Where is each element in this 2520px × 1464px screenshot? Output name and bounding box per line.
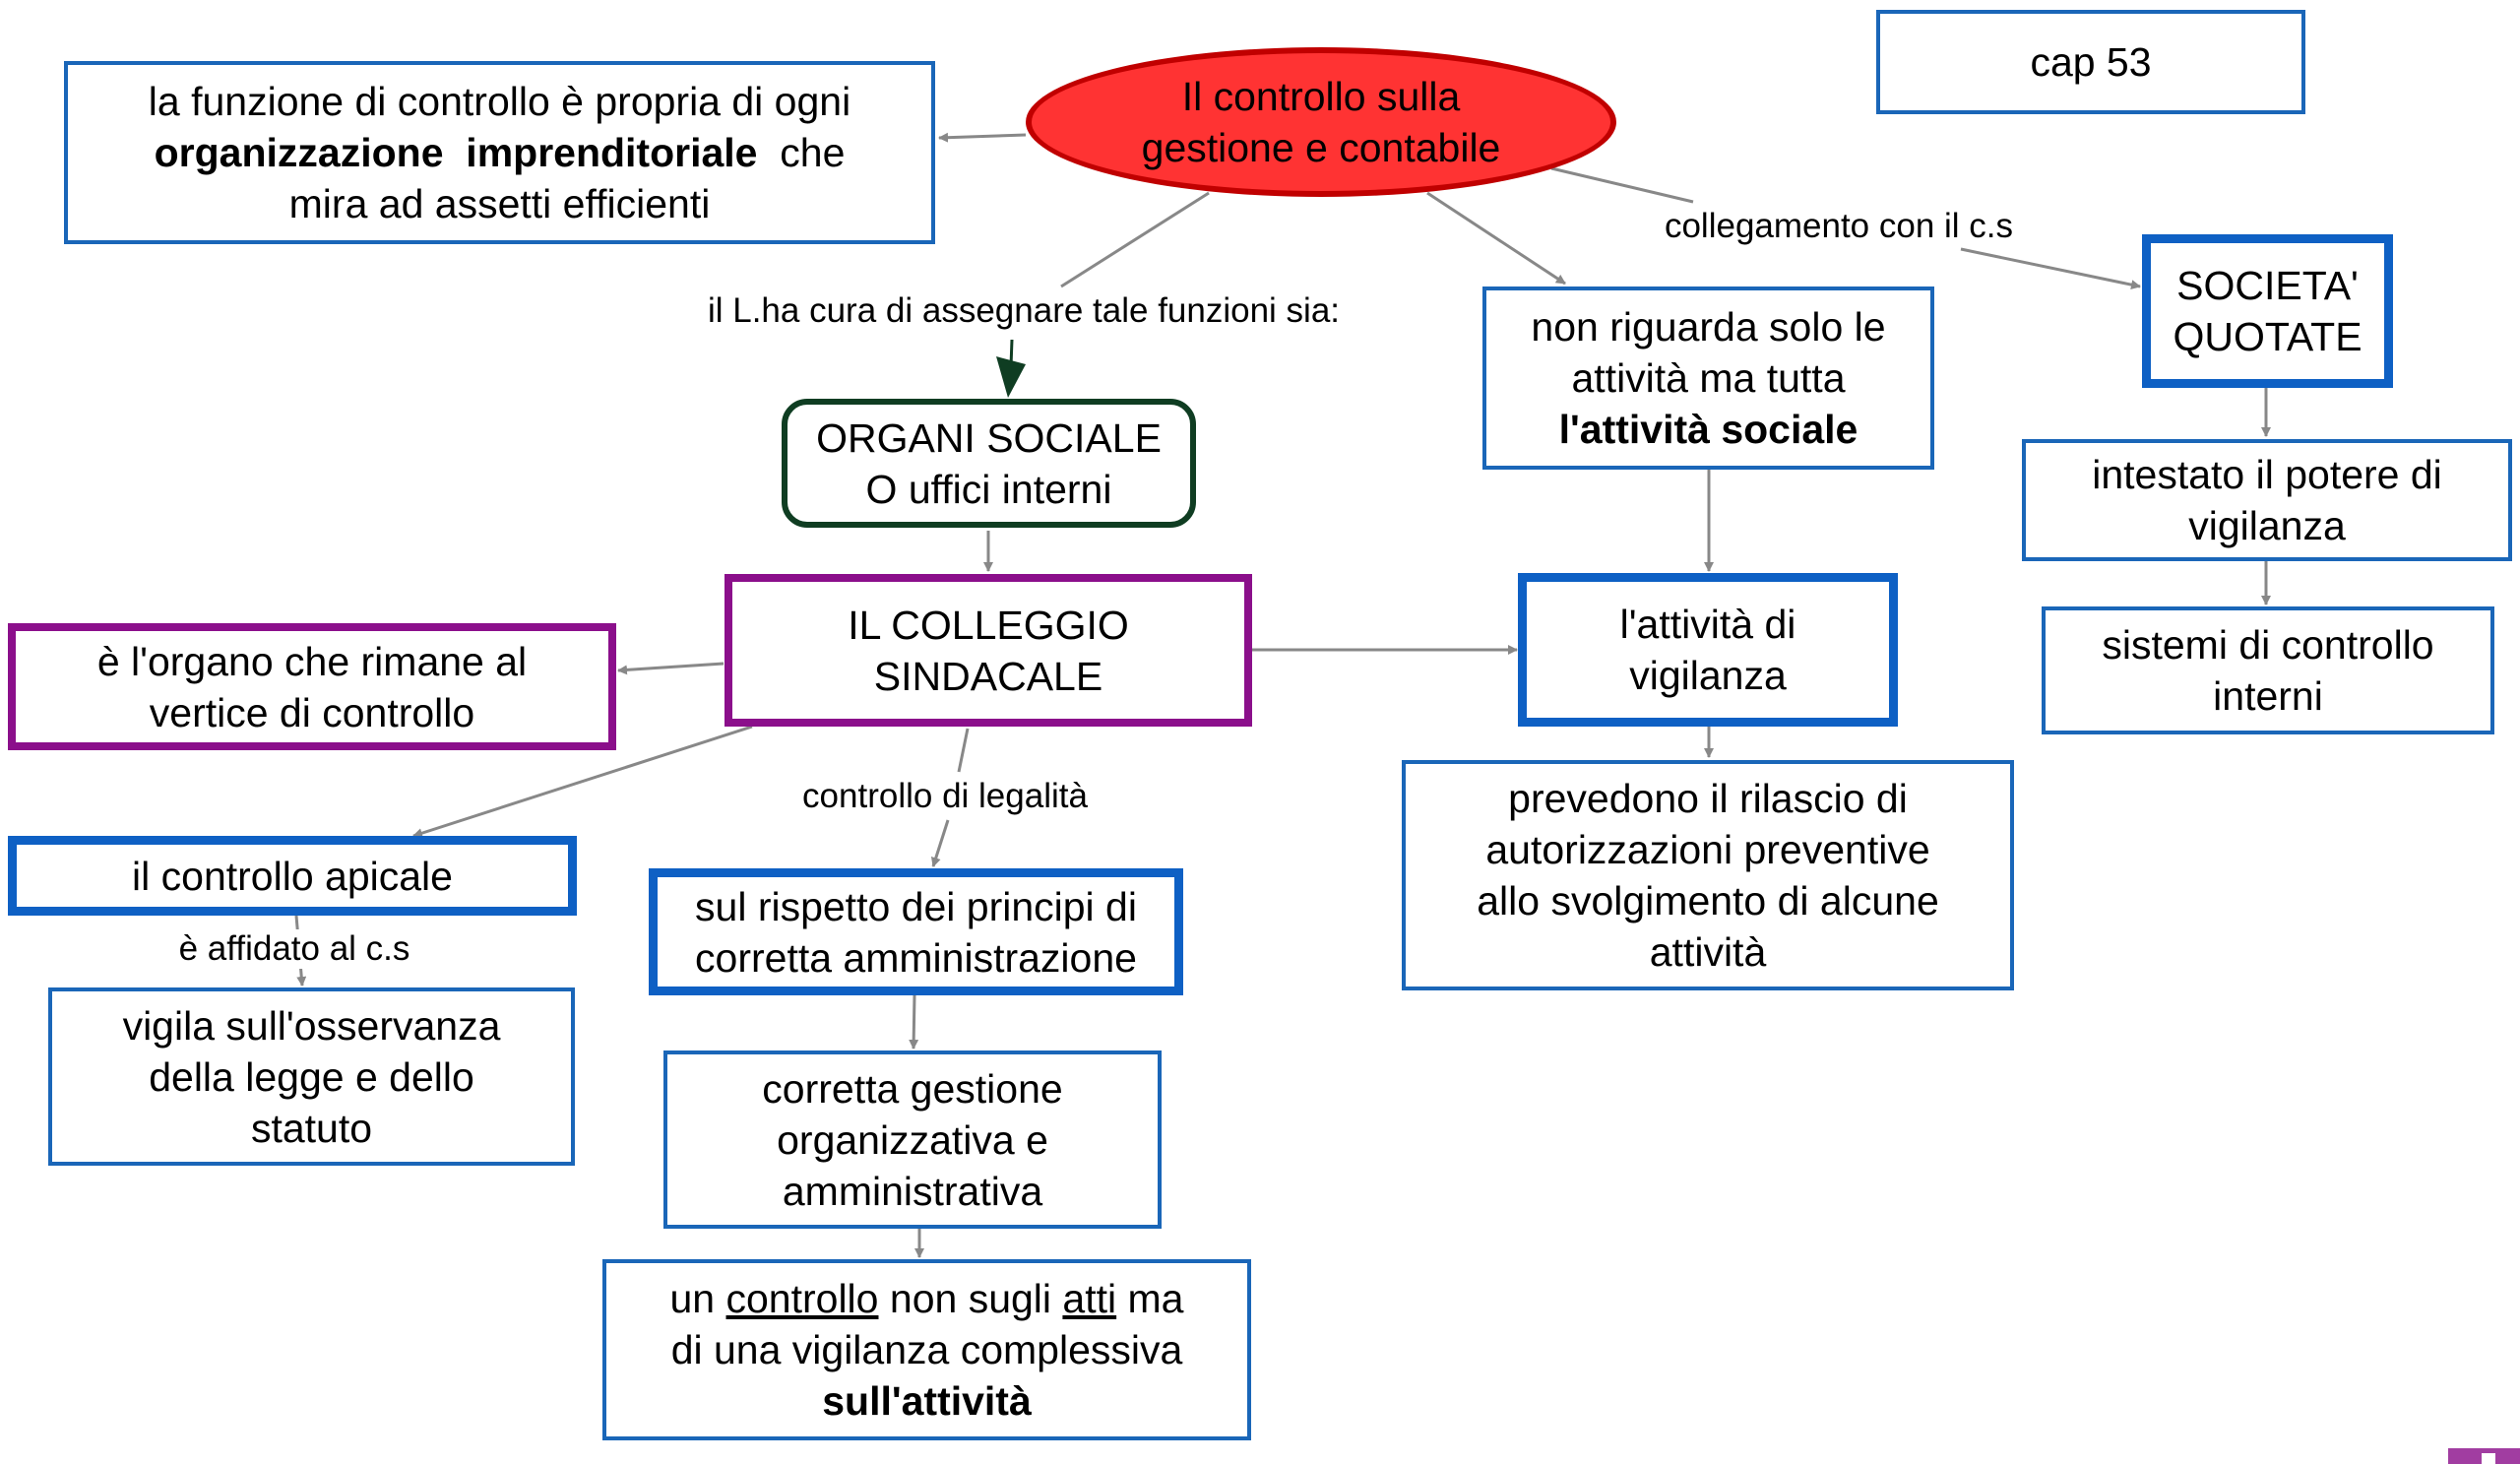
text-line: vigilanza — [1629, 653, 1787, 698]
text-line: il controllo apicale — [132, 853, 453, 899]
link-title-non-riguarda — [1426, 191, 1566, 286]
link-collegio-apicale — [412, 725, 753, 838]
text-line: statuto — [250, 1105, 373, 1151]
title-line-1: Il controllo sulla — [1181, 74, 1461, 119]
link-collegio-legalita — [957, 728, 970, 773]
organo-vertice-box[interactable]: è l'organo che rimane al vertice di cont… — [8, 623, 616, 750]
non-riguarda-box[interactable]: non riguarda solo le attività ma tutta l… — [1482, 286, 1934, 470]
chapter-box[interactable]: cap 53 — [1876, 10, 2305, 114]
text-line: organizzativa e — [777, 1116, 1048, 1163]
text-line: vigilanza — [2188, 503, 2346, 548]
text-line: di una vigilanza complessiva — [670, 1327, 1183, 1372]
text-line: SINDACALE — [873, 653, 1103, 699]
text: un — [669, 1276, 716, 1321]
text-line: vertice di controllo — [149, 689, 475, 735]
link-title-assegnare — [1060, 191, 1210, 288]
text-line: sistemi di controllo — [2102, 622, 2434, 668]
bold-text: imprenditoriale — [466, 130, 758, 175]
intestato-box[interactable]: intestato il potere di vigilanza — [2022, 439, 2512, 561]
chapter-label: cap 53 — [2030, 39, 2152, 85]
prevedono-box[interactable]: prevedono il rilascio di autorizzazioni … — [1402, 760, 2014, 990]
text-line: non riguarda solo le — [1531, 304, 1886, 350]
link-label-affidato: è affidato al c.s — [172, 929, 416, 969]
text: che — [780, 130, 846, 175]
text-line: l'attività di — [1619, 602, 1796, 647]
text-line: O uffici interni — [865, 466, 1112, 512]
link-title-funzione — [938, 132, 1027, 143]
text-line: un controllo non sugli atti ma — [669, 1273, 1183, 1324]
text-line: IL COLLEGGIO — [848, 602, 1129, 648]
funzione-controllo-box[interactable]: la funzione di controllo è propria di og… — [64, 61, 935, 244]
link-title-collegamento — [1550, 166, 1694, 204]
link-label-collegamento: collegamento con il c.s — [1658, 207, 2020, 246]
attivita-vigilanza-box[interactable]: l'attività di vigilanza — [1518, 573, 1898, 727]
underlined-text: controllo — [725, 1276, 879, 1321]
bold-text: sull'attività — [822, 1378, 1032, 1424]
central-topic-ellipse[interactable]: Il controllo sulla gestione e contabile — [1026, 47, 1616, 197]
title-line-2: gestione e contabile — [1141, 125, 1501, 170]
text-line: ORGANI SOCIALE — [816, 414, 1162, 461]
underlined-text: atti — [1062, 1276, 1117, 1321]
text-line: sul rispetto dei principi di — [695, 883, 1137, 929]
corretta-gestione-box[interactable]: corretta gestione organizzativa e ammini… — [663, 1050, 1162, 1229]
text-line: interni — [2213, 673, 2323, 719]
text-line: prevedono il rilascio di — [1508, 776, 1908, 821]
societa-quotate-box[interactable]: SOCIETA' QUOTATE — [2142, 234, 2393, 388]
text-line: è l'organo che rimane al — [96, 638, 528, 684]
text: non sugli — [889, 1276, 1052, 1321]
sistemi-controllo-box[interactable]: sistemi di controllo interni — [2042, 606, 2494, 734]
text-line: della legge e dello — [149, 1053, 474, 1100]
text-line: mira ad assetti efficienti — [288, 181, 711, 226]
link-collegio-organo — [617, 662, 724, 675]
text-line: organizzazione imprenditoriale che — [155, 127, 846, 178]
text-line: corretta gestione — [762, 1065, 1063, 1112]
text-line: intestato il potere di — [2092, 452, 2442, 497]
text-line: autorizzazioni preventive — [1485, 827, 1930, 872]
bold-text: organizzazione — [154, 130, 444, 175]
un-controllo-box[interactable]: un controllo non sugli atti ma di una vi… — [602, 1259, 1251, 1440]
controllo-apicale-box[interactable]: il controllo apicale — [8, 836, 577, 916]
text-line: SOCIETA' — [2176, 263, 2359, 308]
text-line: corretta amministrazione — [695, 934, 1137, 981]
vigila-box[interactable]: vigila sull'osservanza della legge e del… — [48, 987, 575, 1166]
text-line: amministrativa — [782, 1168, 1043, 1214]
text-line: allo svolgimento di alcune — [1477, 878, 1939, 923]
link-collegamento-societa — [1960, 247, 2141, 290]
link-label-legalita: controllo di legalità — [796, 777, 1094, 816]
text-line: attività ma tutta — [1571, 355, 1846, 401]
link-legalita-rispetto — [930, 819, 950, 867]
text-line: vigila sull'osservanza — [122, 1002, 501, 1049]
text: ma — [1127, 1276, 1184, 1321]
bold-text: l'attività sociale — [1558, 407, 1858, 452]
text-line: QUOTATE — [2173, 314, 2362, 359]
collegio-sindacale-box[interactable]: IL COLLEGGIO SINDACALE — [724, 574, 1252, 727]
green-arrowhead-icon — [996, 356, 1026, 398]
text-line: la funzione di controllo è propria di og… — [148, 79, 851, 124]
app-logo-icon — [2448, 1448, 2520, 1464]
organi-sociale-box[interactable]: ORGANI SOCIALE O uffici interni — [782, 399, 1196, 528]
text-line: attività — [1649, 929, 1767, 975]
rispetto-principi-box[interactable]: sul rispetto dei principi di corretta am… — [649, 868, 1183, 995]
link-label-assegnare: il L.ha cura di assegnare tale funzioni … — [701, 291, 1347, 331]
